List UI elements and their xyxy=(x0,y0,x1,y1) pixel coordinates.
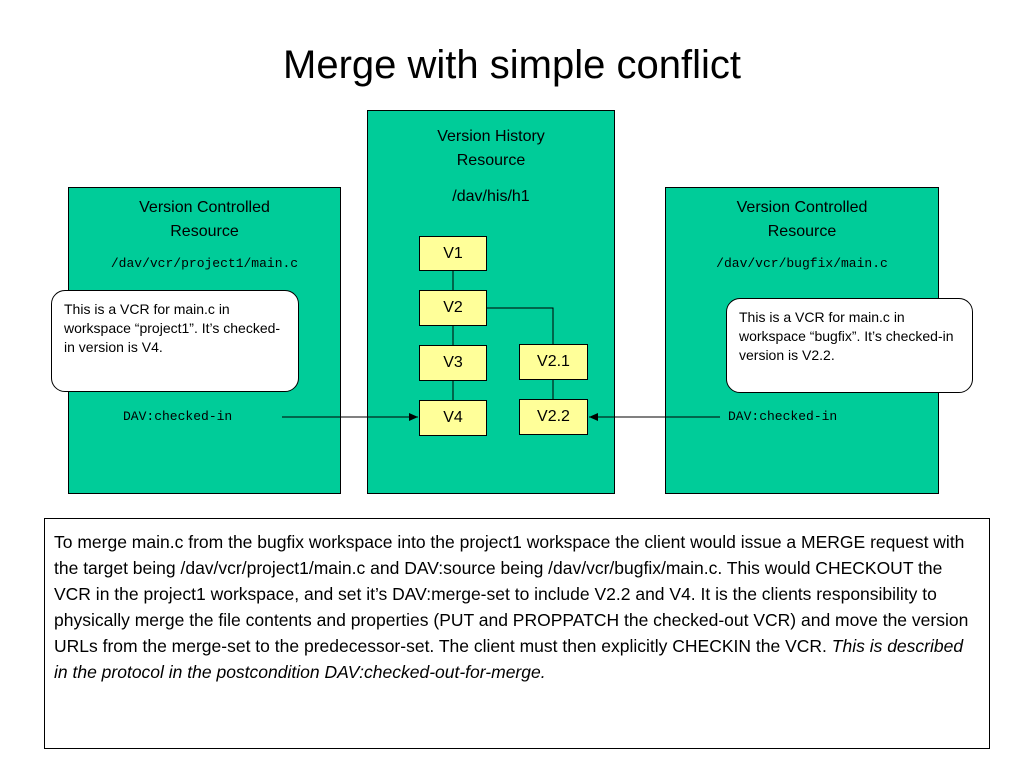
v2-v21-branch-line xyxy=(487,307,554,345)
version-v2-2: V2.2 xyxy=(519,399,588,435)
version-v1: V1 xyxy=(419,236,487,271)
description-text: To merge main.c from the bugfix workspac… xyxy=(54,532,969,656)
center-panel-heading: Version History Resource xyxy=(437,128,545,169)
slide-title: Merge with simple conflict xyxy=(283,43,741,87)
center-panel-path: /dav/his/h1 xyxy=(452,188,530,205)
description-box: To merge main.c from the bugfix workspac… xyxy=(44,518,990,749)
version-v3: V3 xyxy=(419,345,487,381)
version-v2-1: V2.1 xyxy=(519,344,588,380)
right-panel-heading: Version Controlled Resource xyxy=(736,199,868,240)
version-v2: V2 xyxy=(419,290,487,326)
right-checked-in-label: DAV:checked-in xyxy=(728,409,838,424)
left-checked-in-label: DAV:checked-in xyxy=(123,409,233,424)
left-vcr-callout: This is a VCR for main.c in workspace “p… xyxy=(51,290,299,392)
right-vcr-callout: This is a VCR for main.c in workspace “b… xyxy=(726,298,973,393)
left-panel-path: /dav/vcr/project1/main.c xyxy=(110,256,299,271)
description-italic-note: This is described in the protocol in the… xyxy=(54,636,964,682)
version-v4: V4 xyxy=(419,400,487,436)
right-panel-path: /dav/vcr/bugfix/main.c xyxy=(716,256,888,271)
left-panel-heading: Version Controlled Resource xyxy=(139,199,270,240)
